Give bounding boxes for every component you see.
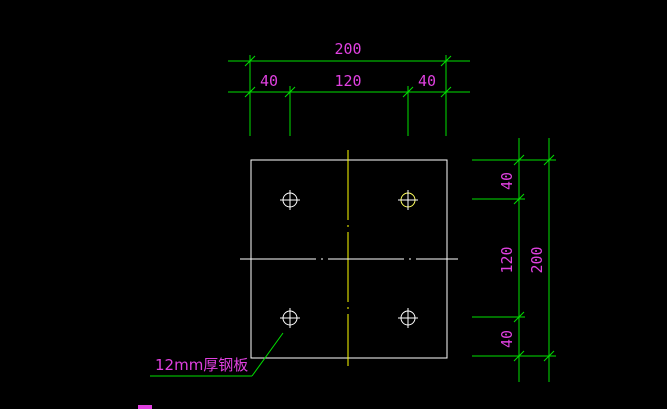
bolt-hole [398, 308, 418, 328]
bolt-hole [280, 308, 300, 328]
plate-thickness-note: 12mm厚钢板 [155, 356, 248, 374]
right-bottom-dim-label: 40 [498, 330, 516, 348]
right-overall-dim-label: 200 [528, 246, 546, 273]
right-middle-dim-label: 120 [498, 246, 516, 273]
tick-mark [440, 55, 452, 67]
top-right-dim-label: 40 [418, 72, 436, 90]
leader-line [251, 332, 284, 377]
tick-mark [440, 86, 452, 98]
top-left-dim-label: 40 [260, 72, 278, 90]
top-middle-dim-label: 120 [334, 72, 361, 90]
tick-mark [543, 154, 555, 166]
plate-note-leader [150, 332, 284, 377]
tick-mark [513, 311, 525, 323]
tick-mark [284, 86, 296, 98]
tick-mark [402, 86, 414, 98]
top-dimension-group [228, 55, 470, 136]
bolt-hole [398, 190, 418, 210]
bolt-hole [280, 190, 300, 210]
top-overall-dim-label: 200 [334, 40, 361, 58]
tick-mark [244, 55, 256, 67]
tick-mark [513, 154, 525, 166]
centerlines [240, 150, 458, 366]
tick-mark [543, 350, 555, 362]
right-top-dim-label: 40 [498, 172, 516, 190]
tick-mark [513, 350, 525, 362]
tick-mark [244, 86, 256, 98]
right-dimension-group [472, 138, 556, 382]
partial-text-fragment [138, 405, 152, 409]
tick-mark [513, 193, 525, 205]
